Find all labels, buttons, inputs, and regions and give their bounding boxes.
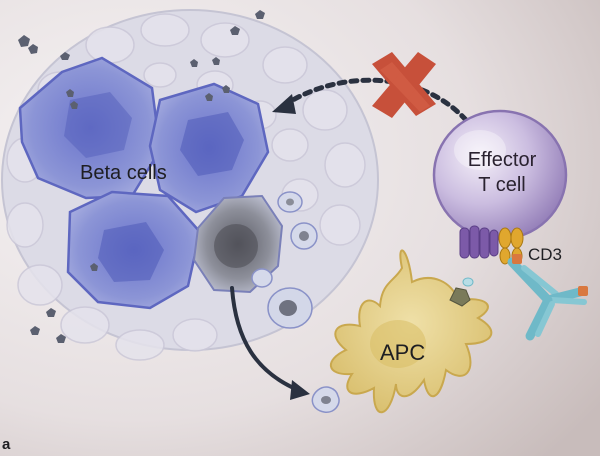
- apc-cell: [329, 249, 493, 414]
- blocked-attack-arrow: [272, 77, 469, 123]
- apc-label: APC: [380, 340, 426, 365]
- beta-cell-top-right: [148, 82, 270, 214]
- curved-arrow-icon: [230, 286, 310, 400]
- t-cell-receptors: [459, 225, 524, 265]
- beta-cells-label: Beta cells: [80, 162, 167, 184]
- beta-cell-bottom: [66, 190, 202, 310]
- beta-cell-top-left: [18, 56, 162, 200]
- effector-t-cell: [432, 109, 568, 241]
- arrow-head-left: [272, 94, 296, 114]
- effector-label-line1: Effector: [467, 149, 537, 171]
- panel-letter: a: [2, 436, 11, 453]
- mhc-molecule: [449, 287, 471, 307]
- antigen-fragments: [18, 10, 265, 343]
- captured-fragment: [311, 386, 340, 413]
- beta-cell-group: [18, 56, 270, 310]
- effector-t-cell-label: Effector T cell: [436, 148, 568, 198]
- dying-cell-cluster: [192, 191, 318, 329]
- effector-label-line2: T cell: [478, 174, 526, 196]
- cd3-label: CD3: [528, 245, 563, 264]
- cross-mark-icon: [372, 52, 436, 118]
- anti-cd3-antibody: [507, 254, 588, 341]
